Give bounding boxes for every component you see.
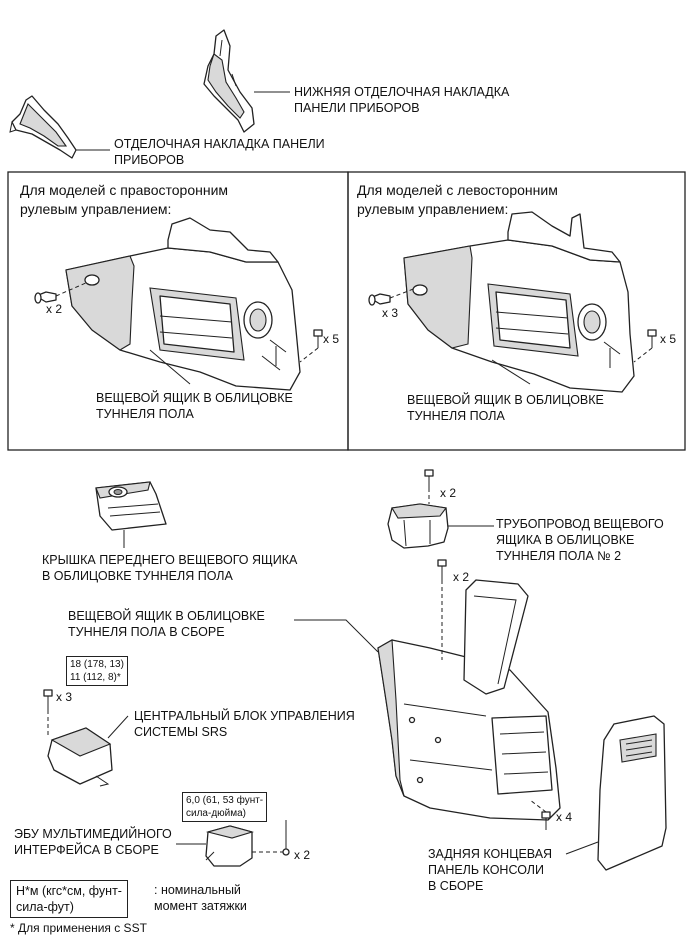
lhd-screw-icon xyxy=(647,329,657,348)
trim-panel-part xyxy=(9,95,77,159)
duct-screw-qty: x 2 xyxy=(440,486,457,500)
rhd-clip-icon xyxy=(34,291,57,304)
lhd-clip-qty: x 3 xyxy=(382,306,399,320)
ecu-screw-icon xyxy=(282,820,290,856)
legend-unit-box: Н*м (кгс*см, фунт- сила-фут) xyxy=(10,880,128,918)
box-assembly-label: ВЕЩЕВОЙ ЯЩИК В ОБЛИЦОВКЕ ТУННЕЛЯ ПОЛА В … xyxy=(68,609,265,639)
leader-lhd-box xyxy=(491,359,531,385)
console-box-assembly-part xyxy=(377,579,561,821)
front-cover-label: КРЫШКА ПЕРЕДНЕГО ВЕЩЕВОГО ЯЩИКА В ОБЛИЦО… xyxy=(42,553,298,583)
lhd-screw-qty: x 5 xyxy=(660,332,677,346)
rhd-screw-qty: x 5 xyxy=(323,332,340,346)
rear-end-panel-part xyxy=(597,715,667,871)
duct-part xyxy=(387,503,449,549)
rhd-clip-qty: x 2 xyxy=(46,302,63,316)
legend-meaning: : номинальный момент затяжки xyxy=(154,883,247,913)
ecu-screw-qty: x 2 xyxy=(294,848,311,862)
multimedia-ecu-label: ЭБУ МУЛЬТИМЕДИЙНОГО ИНТЕРФЕЙСА В СБОРЕ xyxy=(14,827,172,857)
lhd-box-label: ВЕЩЕВОЙ ЯЩИК В ОБЛИЦОВКЕ ТУННЕЛЯ ПОЛА xyxy=(407,393,604,423)
rear-screw-qty: x 4 xyxy=(556,810,573,824)
srs-unit-part xyxy=(47,727,113,787)
trim-panel-label: ОТДЕЛОЧНАЯ НАКЛАДКА ПАНЕЛИ ПРИБОРОВ xyxy=(114,137,325,167)
rear-panel-label: ЗАДНЯЯ КОНЦЕВАЯ ПАНЕЛЬ КОНСОЛИ В СБОРЕ xyxy=(428,847,553,893)
srs-bolt-qty: x 3 xyxy=(56,690,73,704)
duct-screw-icon xyxy=(424,469,434,488)
leader-rear-panel xyxy=(565,841,599,855)
duct-label: ТРУБОПРОВОД ВЕЩЕВОГО ЯЩИКА В ОБЛИЦОВКЕ Т… xyxy=(496,517,664,563)
front-cover-part xyxy=(95,481,167,531)
lhd-title: Для моделей с левосторонним рулевым упра… xyxy=(357,182,558,217)
rhd-box-label: ВЕЩЕВОЙ ЯЩИК В ОБЛИЦОВКЕ ТУННЕЛЯ ПОЛА xyxy=(96,391,293,421)
srs-unit-label: ЦЕНТРАЛЬНЫЙ БЛОК УПРАВЛЕНИЯ СИСТЕМЫ SRS xyxy=(134,709,355,739)
lhd-console-box-part xyxy=(403,211,635,393)
leader-box-assy xyxy=(294,619,379,653)
assembly-screw-icon xyxy=(437,559,447,580)
rhd-screw-icon xyxy=(313,329,323,348)
lhd-clip-icon xyxy=(368,293,391,306)
lower-trim-panel-label: НИЖНЯЯ ОТДЕЛОЧНАЯ НАКЛАДКА ПАНЕЛИ ПРИБОР… xyxy=(294,85,510,115)
srs-bolt-icon xyxy=(43,689,53,710)
ecu-torque-box: 6,0 (61, 53 фунт- сила-дюйма) xyxy=(182,792,268,822)
lhd-frame xyxy=(347,171,686,451)
leader-rhd-box xyxy=(149,349,191,385)
srs-torque-box: 18 (178, 13) 11 (112, 8)* xyxy=(66,656,128,686)
legend-footnote: * Для применения с SST xyxy=(10,921,147,935)
assembly-screw-qty: x 2 xyxy=(453,570,470,584)
multimedia-ecu-part xyxy=(205,825,254,867)
rhd-console-box-part xyxy=(65,217,301,391)
lower-trim-panel-part xyxy=(203,29,255,133)
rear-screw-icon xyxy=(541,811,551,830)
leader-srs xyxy=(107,715,129,739)
rhd-title: Для моделей с правосторонним рулевым упр… xyxy=(20,182,229,217)
